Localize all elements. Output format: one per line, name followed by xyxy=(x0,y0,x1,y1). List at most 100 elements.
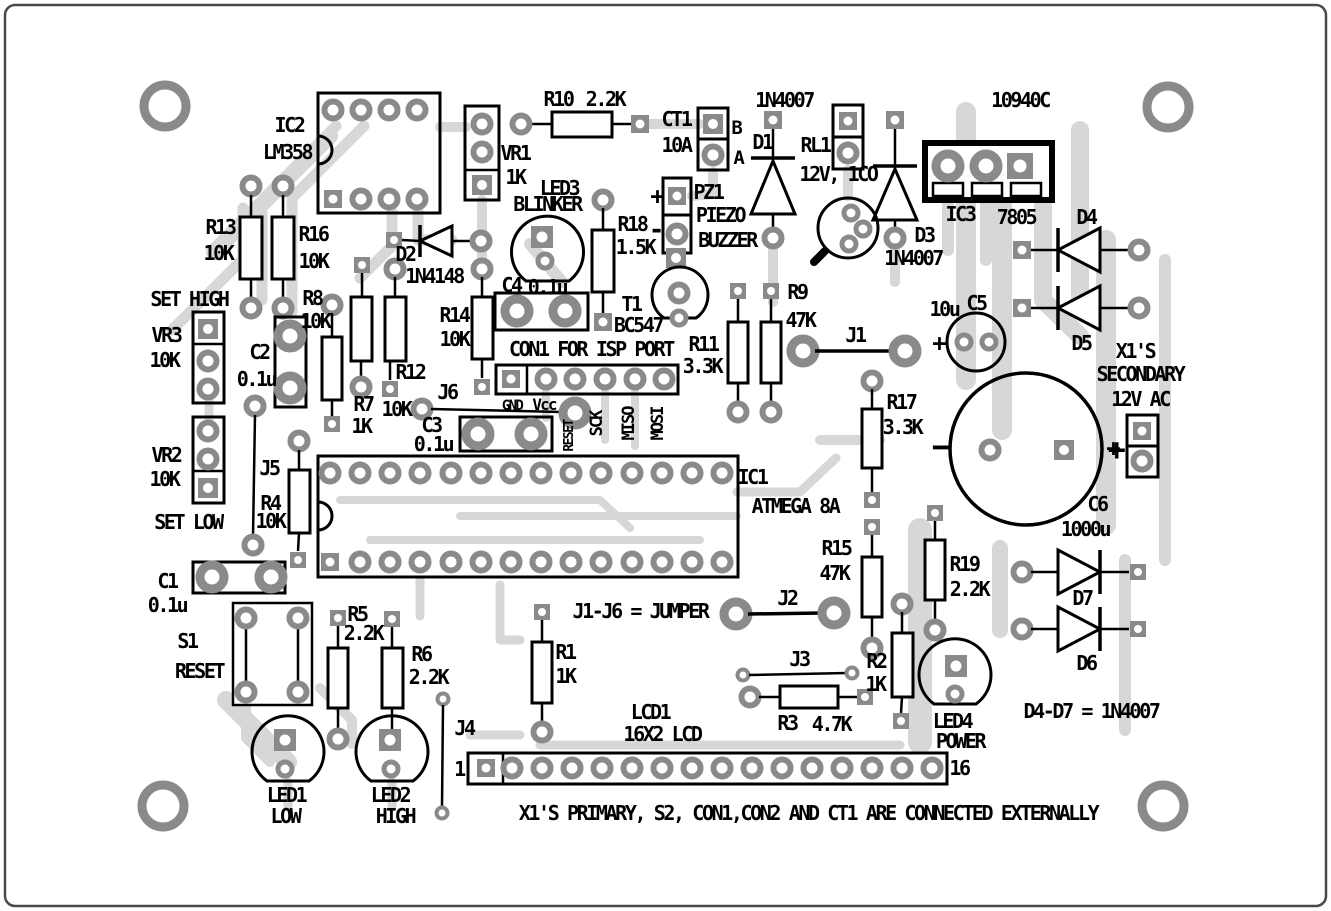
j1-label: J1 xyxy=(845,323,867,347)
led1-value: LOW xyxy=(271,804,303,828)
r8-value: 10K xyxy=(301,309,332,333)
r14-value: 10K xyxy=(440,327,471,351)
vr1-ref: VR1 xyxy=(501,141,532,165)
vr3-value: 10K xyxy=(150,348,181,372)
ct1-value: 10A xyxy=(662,133,693,157)
connector-con1-isp xyxy=(494,363,680,396)
component-ic1-atmega8a-socket xyxy=(316,454,740,579)
component-r19 xyxy=(923,505,947,639)
component-r2 xyxy=(890,596,915,729)
r5-value: 2.2K xyxy=(344,621,385,645)
component-vr3 xyxy=(191,310,226,405)
component-d4 xyxy=(1013,225,1148,275)
c2-value: 0.1u xyxy=(237,367,277,391)
component-d2 xyxy=(386,223,490,259)
component-r11 xyxy=(726,283,750,421)
r6-ref: R6 xyxy=(411,642,432,666)
ic1-ref: IC1 xyxy=(738,465,769,489)
led2-value: HIGH xyxy=(376,804,416,828)
r17-ref: R17 xyxy=(887,390,917,414)
d1-value: 1N4007 xyxy=(755,88,814,112)
r11-value: 3.3K xyxy=(683,354,724,378)
component-c6 xyxy=(948,371,1104,527)
connector-lcd1 xyxy=(466,751,949,786)
component-r15 xyxy=(860,519,884,657)
c3-value: 0.1u xyxy=(414,432,454,456)
r1-value: 1K xyxy=(555,664,577,688)
component-t2-2n2222 xyxy=(810,196,880,266)
r16-ref: R16 xyxy=(299,222,329,246)
led4-value: POWER xyxy=(936,729,988,753)
j4-label: J4 xyxy=(454,716,476,740)
s1-value: RESET xyxy=(175,659,226,683)
con1-title: CON1 FOR ISP PORT xyxy=(509,337,675,361)
jumper-j5 xyxy=(245,398,264,554)
component-c5 xyxy=(945,311,1007,373)
ic3-value: 7805 xyxy=(997,205,1037,229)
r7-value: 1K xyxy=(351,414,373,438)
r19-ref: R19 xyxy=(950,552,980,576)
vr2-value: 10K xyxy=(150,467,181,491)
r10-value: 2.2K xyxy=(586,87,627,111)
component-d7 xyxy=(1014,547,1146,597)
x1-label-1: X1'S xyxy=(1116,339,1156,363)
ct1-ref: CT1 xyxy=(662,107,693,131)
component-r5 xyxy=(326,610,350,748)
r3-ref: R3 xyxy=(777,711,798,735)
d3-ref: D3 xyxy=(914,223,935,247)
ic2-ref: IC2 xyxy=(275,113,305,137)
component-r1 xyxy=(530,604,554,741)
r7-ref: R7 xyxy=(353,392,374,416)
reset-label: RESET xyxy=(562,419,577,452)
c4-value: 0.1u xyxy=(528,275,568,299)
r6-value: 2.2K xyxy=(409,665,450,689)
r8-ref: R8 xyxy=(302,286,323,310)
d7-ref: D7 xyxy=(1072,586,1093,610)
rl1-ref: RL1 xyxy=(801,133,832,157)
component-c3 xyxy=(458,415,554,453)
component-rl1 xyxy=(831,103,865,171)
component-r6 xyxy=(380,611,405,729)
component-d3 xyxy=(870,111,920,247)
component-c2 xyxy=(273,315,308,409)
r19-value: 2.2K xyxy=(950,577,991,601)
c6-value: 1000u xyxy=(1061,517,1111,541)
component-ct1 xyxy=(696,106,730,172)
component-r12 xyxy=(382,261,408,397)
component-t1-bc547 xyxy=(650,248,710,325)
x1-label-2: SECONDARY xyxy=(1097,362,1186,386)
d3-value: 1N4007 xyxy=(884,246,943,270)
connector-x1-secondary xyxy=(1125,413,1160,479)
vcc-label: Vcc xyxy=(532,395,556,414)
component-led3 xyxy=(510,214,585,283)
r9-value: 47K xyxy=(786,308,817,332)
led1-ref: LED1 xyxy=(267,783,308,807)
pz1-ref: PZ1 xyxy=(694,180,725,204)
ic3-ref: IC3 xyxy=(946,202,976,226)
r17-value: 3.3K xyxy=(883,415,924,439)
component-c4 xyxy=(493,291,590,332)
component-r17 xyxy=(860,373,884,508)
led4-ref: LED4 xyxy=(933,709,974,733)
r16-value: 10K xyxy=(299,249,330,273)
vr1-value: 1K xyxy=(505,165,527,189)
component-ic3-7805 xyxy=(922,140,1055,203)
r5-ref: R5 xyxy=(347,602,368,626)
j3-label: J3 xyxy=(789,647,810,671)
component-r7 xyxy=(349,257,374,396)
r15-ref: R15 xyxy=(822,536,852,560)
d2-ref: D2 xyxy=(395,242,416,266)
component-r9 xyxy=(759,283,783,421)
r2-value: 1K xyxy=(865,672,887,696)
jumper-j2 xyxy=(724,601,846,626)
component-r14 xyxy=(470,261,495,395)
component-vr2 xyxy=(191,415,226,505)
led2-ref: LED2 xyxy=(371,783,411,807)
gnd-label: GND xyxy=(502,398,523,414)
component-d6 xyxy=(1014,604,1146,654)
r15-value: 47K xyxy=(820,561,851,585)
r1-ref: R1 xyxy=(555,640,577,664)
component-r10 xyxy=(513,110,649,139)
rl1-value: 12V, 1CO xyxy=(799,162,878,186)
